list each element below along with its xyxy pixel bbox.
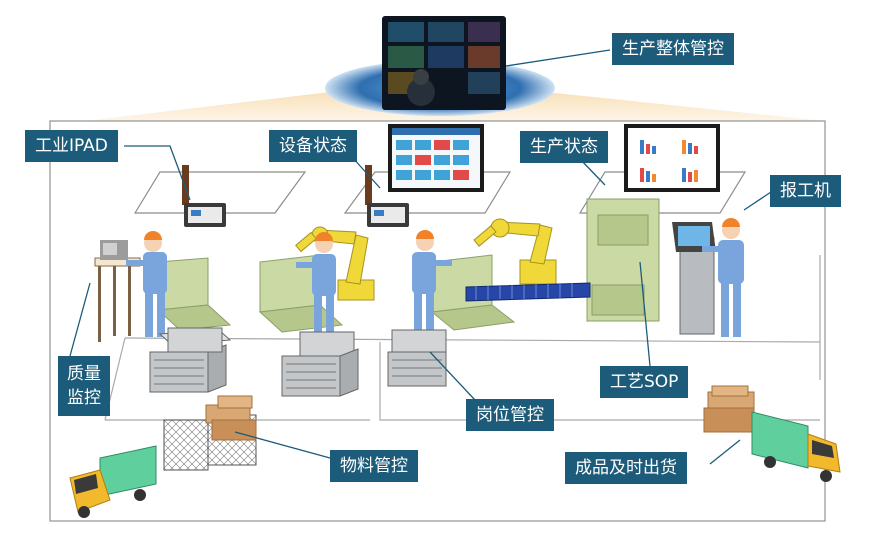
worker-quality <box>126 231 167 337</box>
production-status-screen <box>624 124 720 192</box>
label-material-control: 物料管控 <box>330 450 418 482</box>
label-report-terminal: 报工机 <box>770 175 841 207</box>
material-boxes <box>205 395 257 441</box>
label-equipment-status: 设备状态 <box>269 130 357 162</box>
label-industrial-ipad: 工业IPAD <box>25 130 118 162</box>
label-quality-line-2: 监控 <box>67 388 101 408</box>
cart-1 <box>149 327 232 393</box>
finished-goods-boxes <box>703 385 755 433</box>
press-machine <box>586 198 660 322</box>
label-quality-monitoring: 质量 监控 <box>58 356 110 416</box>
cart-3 <box>387 329 447 387</box>
quality-inspection-table <box>94 240 141 342</box>
ipad-device-1 <box>182 165 226 227</box>
worker-1 <box>296 232 336 334</box>
truck-right <box>751 411 841 482</box>
machine-1 <box>156 257 232 331</box>
worker-2 <box>412 230 452 332</box>
equipment-status-screen <box>388 124 484 192</box>
robot-arm-2 <box>473 218 557 285</box>
control-center-screen <box>382 16 506 110</box>
conveyor-belt <box>465 282 591 302</box>
label-quality-line-1: 质量 <box>67 364 101 384</box>
ipad-device-2 <box>365 165 409 227</box>
label-process-sop: 工艺SOP <box>600 366 689 398</box>
label-station-control: 岗位管控 <box>466 399 554 431</box>
truck-left <box>69 445 157 518</box>
label-production-status: 生产状态 <box>520 131 608 163</box>
label-overall-control: 生产整体管控 <box>612 33 734 65</box>
cart-2 <box>281 331 359 397</box>
report-kiosk <box>672 222 716 335</box>
factory-outline <box>49 120 826 522</box>
label-timely-shipping: 成品及时出货 <box>565 452 687 484</box>
worker-3 <box>702 218 744 337</box>
